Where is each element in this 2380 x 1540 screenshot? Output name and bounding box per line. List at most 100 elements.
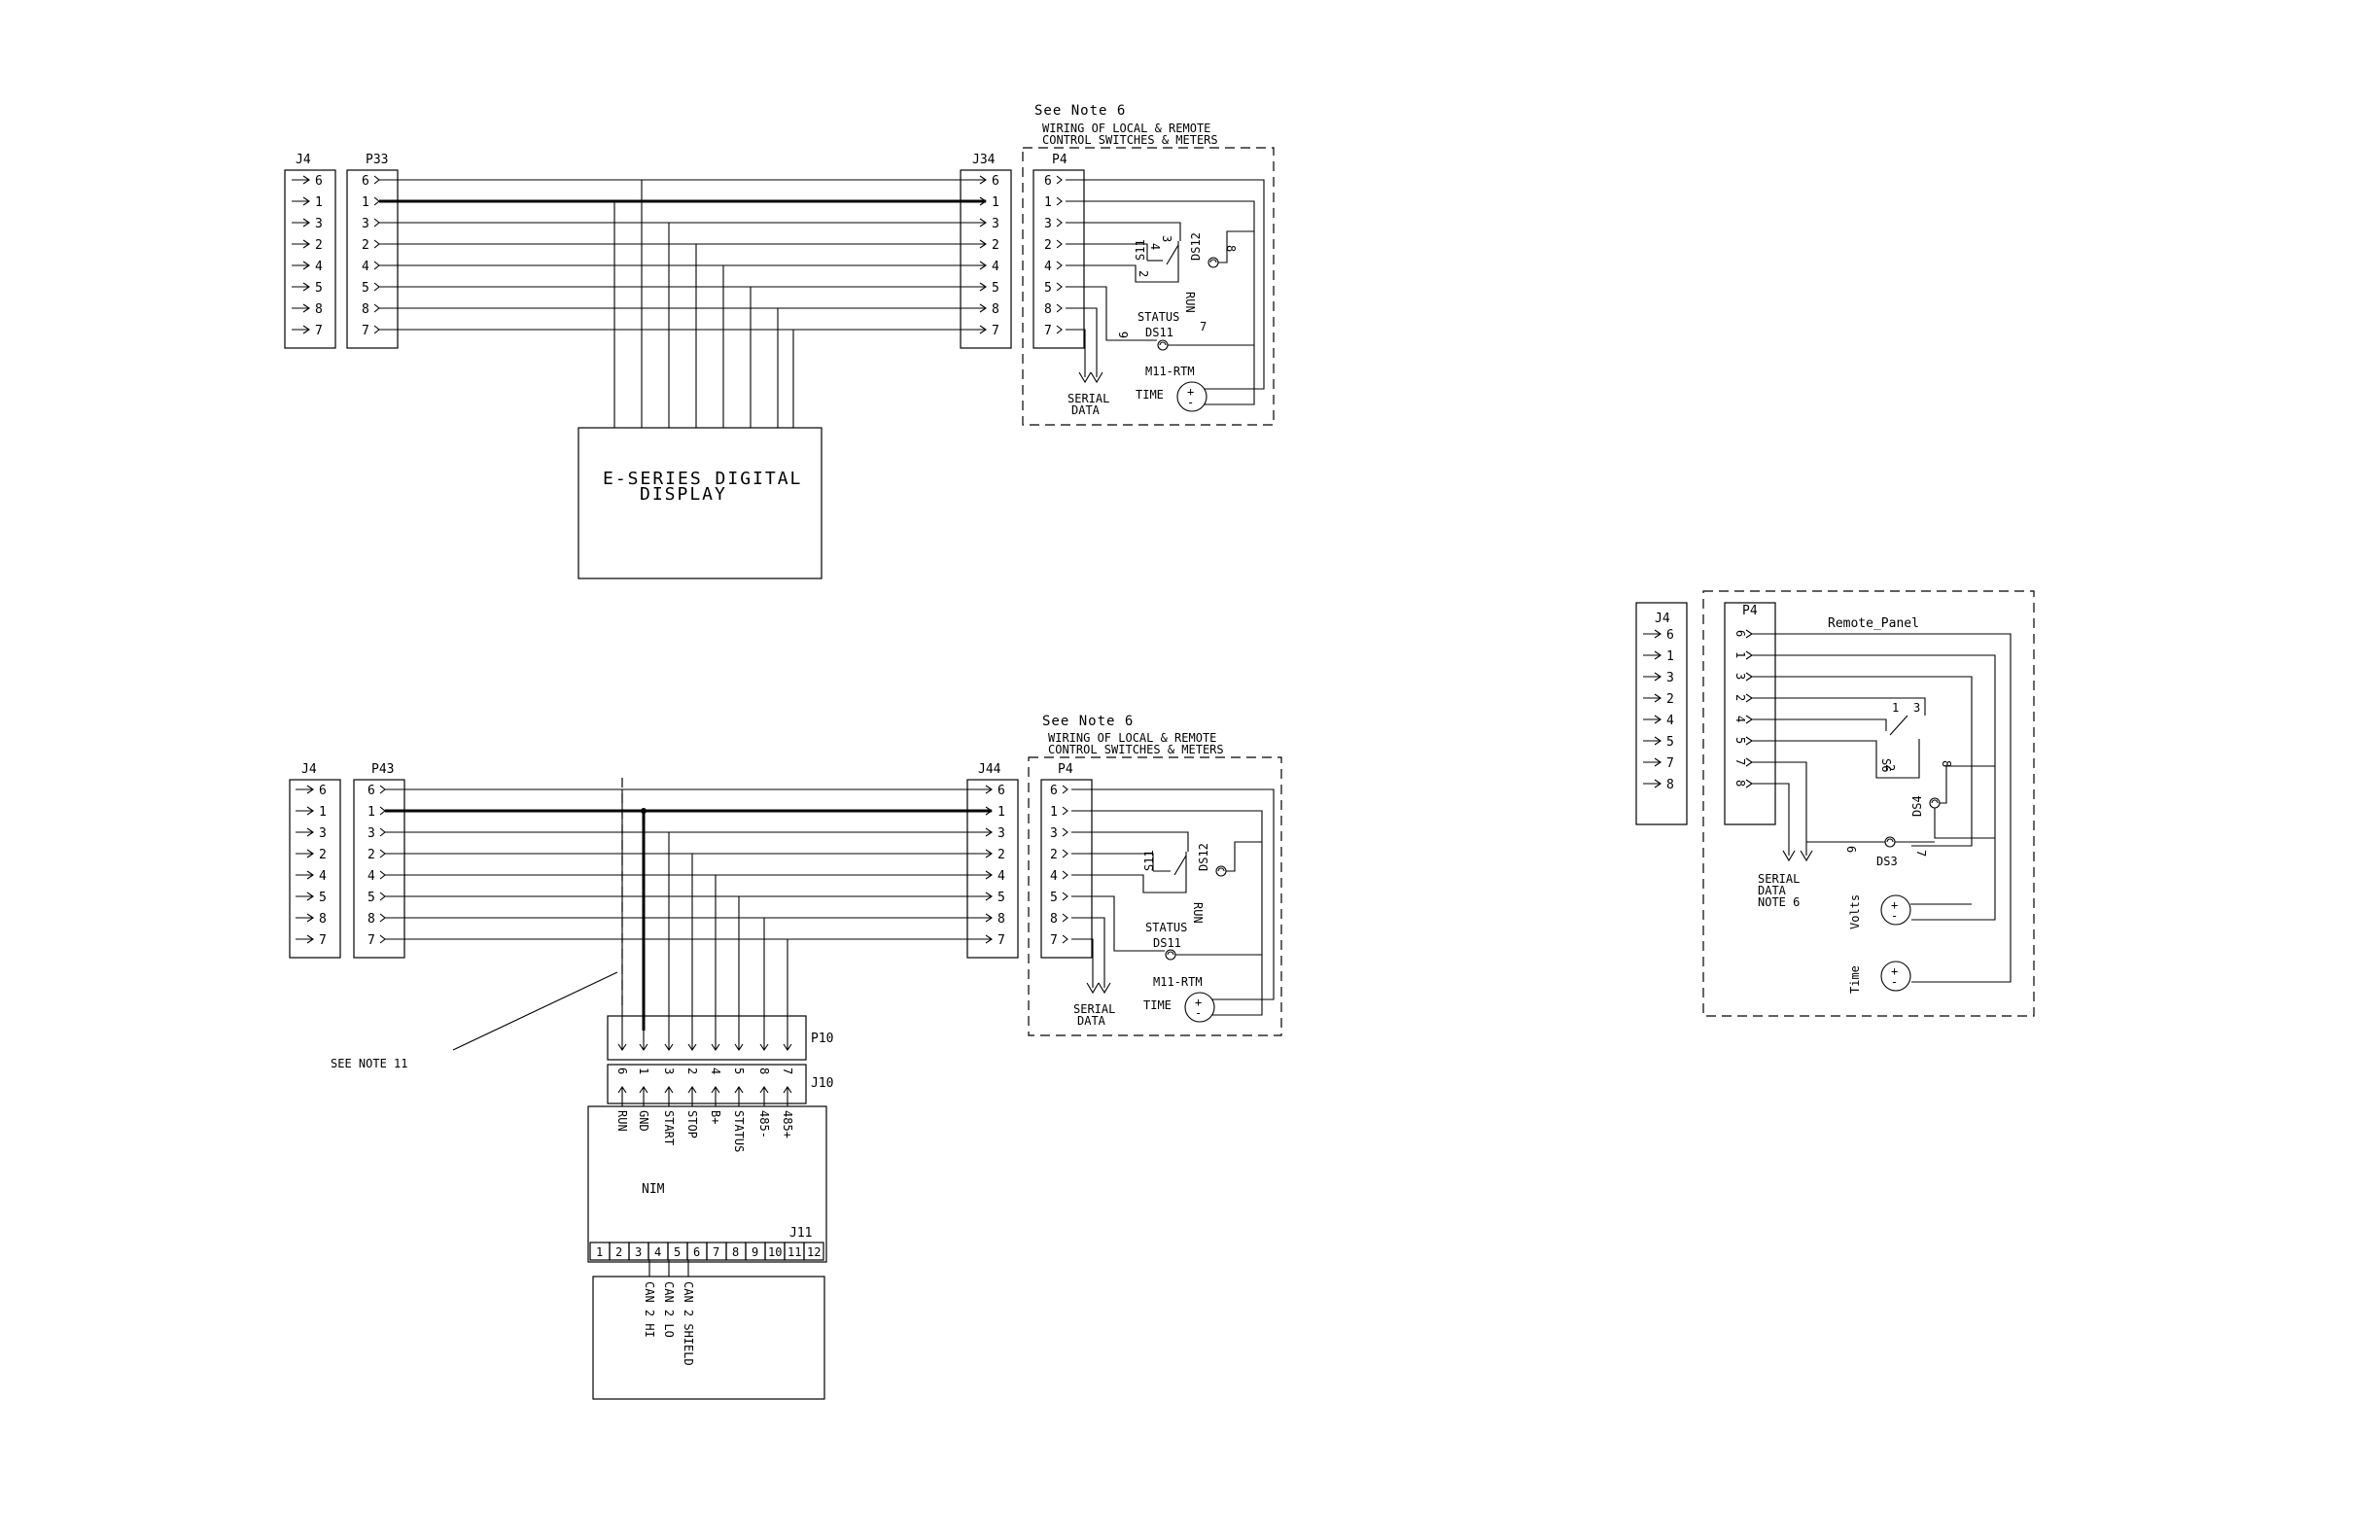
j11-terminal bbox=[803, 1242, 824, 1261]
status-label: STATUS bbox=[1138, 310, 1179, 324]
remote-panel-title: Remote_Panel bbox=[1828, 616, 1919, 631]
j44-connector bbox=[966, 779, 1019, 959]
d3-j4-pin-num: 3 bbox=[1666, 671, 1674, 685]
d2-p43-pin-num: 2 bbox=[368, 848, 375, 862]
d2-j4-pin-num: 1 bbox=[319, 805, 327, 820]
time-label: TIME bbox=[1136, 388, 1164, 402]
rp-switch-pin-1: 1 bbox=[1892, 701, 1899, 715]
d1-p33-pin-num: 1 bbox=[362, 195, 369, 210]
j11-pin-num: 1 bbox=[596, 1245, 603, 1259]
ctrl-wire-8 bbox=[1066, 307, 1098, 377]
d2-j44-pin-num: 5 bbox=[998, 891, 1005, 905]
p10-pin-arrow bbox=[664, 1031, 674, 1051]
display-label-line1: E-SERIES DIGITAL bbox=[603, 469, 802, 489]
time-label-rp: Time bbox=[1848, 965, 1862, 994]
j11-label: J11 bbox=[789, 1226, 812, 1241]
d2-p43-pin-num: 6 bbox=[368, 784, 375, 798]
j34-connector bbox=[960, 169, 1012, 349]
p4-connector-3 bbox=[1724, 602, 1776, 825]
d2-p43-pin-chev bbox=[379, 849, 386, 858]
j10-pin-num: 7 bbox=[781, 1068, 794, 1074]
d2-j44-pin-num: 4 bbox=[998, 869, 1005, 884]
p4-label: P4 bbox=[1052, 153, 1068, 167]
ctrl-wire-5 bbox=[1071, 895, 1165, 952]
d2-j4-pin-num: 6 bbox=[319, 784, 327, 798]
switch-pin-3: 3 bbox=[1160, 235, 1173, 242]
d1-p4-pin-num: 1 bbox=[1044, 195, 1052, 210]
d2-p43-pin-chev bbox=[379, 806, 386, 816]
d1-p33-pin-chev bbox=[373, 196, 380, 206]
switch-blade bbox=[1166, 244, 1179, 265]
d2-j4-pin-num: 4 bbox=[319, 869, 327, 884]
d2-p4-pin-chev bbox=[1062, 913, 1068, 923]
volts-meter-plus-mark: + bbox=[1891, 898, 1898, 912]
switch-pin-4: 4 bbox=[1148, 243, 1162, 250]
d1-j4-pin-num: 5 bbox=[315, 281, 323, 296]
d3-j4-pin-num: 2 bbox=[1666, 692, 1674, 707]
d1-p4-pin-chev bbox=[1056, 175, 1063, 185]
d2-j4-pin-arrow bbox=[296, 892, 314, 901]
rp-wire-5 bbox=[1752, 739, 1920, 779]
wiring-title-line2: CONTROL SWITCHES & METERS bbox=[1042, 133, 1218, 147]
d2-p4-pin-num: 7 bbox=[1050, 933, 1058, 948]
control-panel-boundary bbox=[1022, 147, 1275, 426]
d1-p33-pin-chev bbox=[373, 175, 380, 185]
ctrl-wire-3 bbox=[1071, 831, 1189, 852]
d1-p4-pin-num: 8 bbox=[1044, 302, 1052, 317]
d2-p4-pin-chev bbox=[1062, 785, 1068, 794]
d1-p33-pin-num: 2 bbox=[362, 238, 369, 253]
d1-p33-pin-num: 4 bbox=[362, 260, 369, 274]
ctrl-wire-3 bbox=[1066, 222, 1181, 241]
d1-p4-pin-chev bbox=[1056, 261, 1063, 270]
j11-pin-num: 2 bbox=[615, 1245, 622, 1259]
d2-p4-pin-chev bbox=[1062, 892, 1068, 901]
d1-p33-pin-num: 6 bbox=[362, 174, 369, 189]
d3-j4-pin-arrow bbox=[1643, 736, 1662, 746]
ctrl-wire-2 bbox=[1071, 853, 1154, 871]
d1-p4-pin-chev bbox=[1056, 218, 1063, 228]
d1-p4-pin-num: 7 bbox=[1044, 324, 1052, 338]
p43-label: P43 bbox=[371, 762, 394, 777]
p10-pin-arrow bbox=[783, 1031, 792, 1051]
ds4-lead bbox=[1934, 808, 1995, 839]
d1-p4-pin-chev bbox=[1056, 282, 1063, 292]
p4-connector bbox=[1032, 169, 1085, 349]
j10-pin-num: 8 bbox=[757, 1068, 771, 1074]
d2-p43-pin-num: 8 bbox=[368, 912, 375, 927]
d3-p4-pin-num: 7 bbox=[1733, 758, 1747, 765]
d3-p4-pin-num: 8 bbox=[1733, 780, 1747, 787]
d1-p33-pin-chev bbox=[373, 282, 380, 292]
wiring-title-line2-2: CONTROL SWITCHES & METERS bbox=[1048, 743, 1224, 756]
ctrl-wire-2 bbox=[1066, 243, 1148, 261]
d1-j4-pin-num: 1 bbox=[315, 195, 323, 210]
d3-p4-pin-num: 6 bbox=[1733, 630, 1747, 637]
j4-label: J4 bbox=[296, 153, 311, 167]
d1-j4-pin-num: 8 bbox=[315, 302, 323, 317]
control-panel-boundary-2 bbox=[1028, 756, 1282, 1036]
d1-p33-pin-chev bbox=[373, 303, 380, 313]
d2-p43-pin-num: 4 bbox=[368, 869, 375, 884]
p33-label: P33 bbox=[366, 153, 388, 167]
d1-j4-pin-num: 4 bbox=[315, 260, 323, 274]
d3-j4-pin-num: 8 bbox=[1666, 778, 1674, 792]
ctrl-wire-6 bbox=[1071, 788, 1275, 1000]
d1-p4-pin-num: 4 bbox=[1044, 260, 1052, 274]
see-note-6-label: See Note 6 bbox=[1034, 103, 1126, 119]
j10-pin-chev bbox=[783, 1086, 792, 1106]
d2-p4-pin-num: 1 bbox=[1050, 805, 1058, 820]
j10-pin-num: 1 bbox=[637, 1068, 650, 1074]
j10-pin-chev bbox=[759, 1086, 769, 1106]
d2-j44-pin-num: 2 bbox=[998, 848, 1005, 862]
j11-pin-num: 9 bbox=[752, 1245, 758, 1259]
d1-j4-pin-arrow bbox=[292, 282, 310, 292]
d3-j4-pin-arrow bbox=[1643, 693, 1662, 703]
time-meter-rp-plus-mark: + bbox=[1891, 964, 1898, 978]
j11-pin-num: 5 bbox=[674, 1245, 681, 1259]
